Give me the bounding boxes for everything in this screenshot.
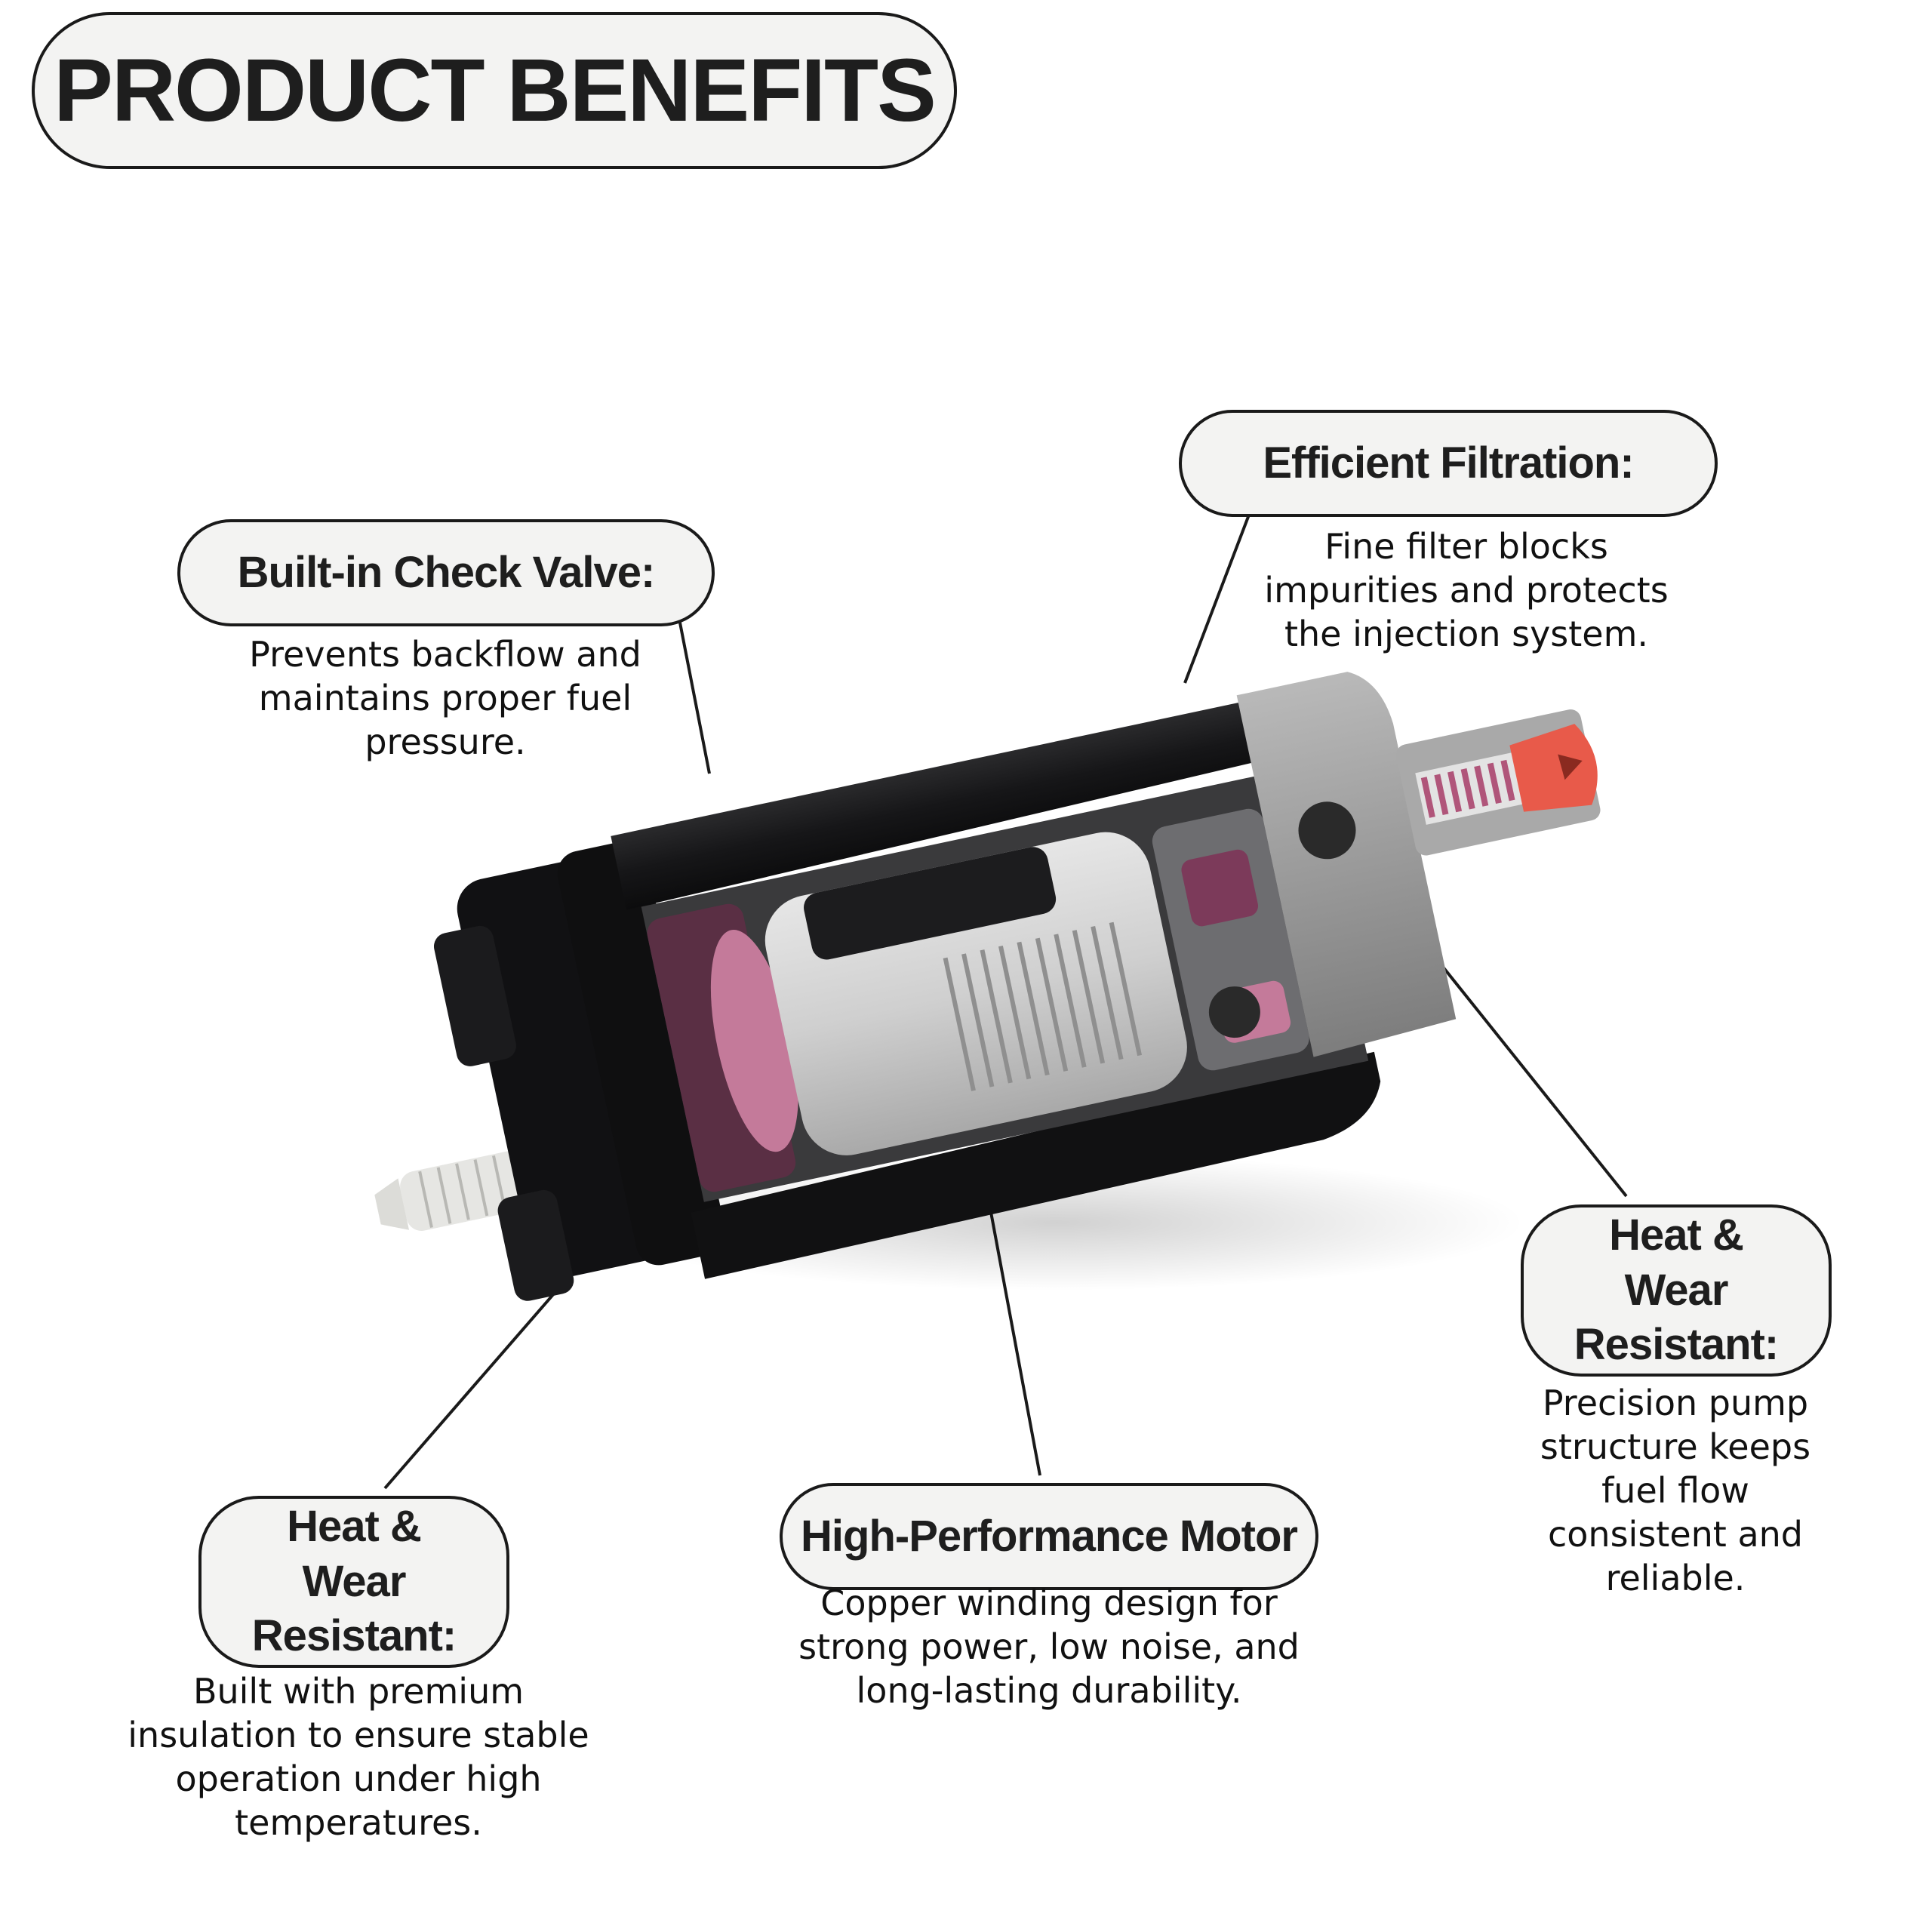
leader-line-check-valve bbox=[678, 618, 711, 774]
heat-wear-right-label: Heat & Wear Resistant: bbox=[1521, 1204, 1832, 1377]
check-valve-description: Prevents backflow and maintains proper f… bbox=[249, 634, 641, 762]
armature bbox=[764, 832, 1187, 1155]
end-cap bbox=[433, 841, 726, 1301]
page-title: PRODUCT BENEFITS bbox=[32, 12, 957, 169]
leader-line-heat-wear-left bbox=[383, 1274, 571, 1490]
heat-wear-left-description: Built with premium insulation to ensure … bbox=[128, 1671, 589, 1843]
housing-bottom bbox=[691, 1051, 1381, 1279]
pump-section bbox=[1152, 808, 1309, 1071]
fuel-pump bbox=[374, 672, 1601, 1301]
leader-line-filtration bbox=[1183, 514, 1251, 684]
heat-wear-right-description: Precision pump structure keeps fuel flow… bbox=[1540, 1383, 1811, 1598]
filtration-description: Fine filter blocks impurities and protec… bbox=[1264, 526, 1669, 654]
red-valve-icon bbox=[1509, 724, 1598, 812]
leader-line-heat-wear-right bbox=[1414, 931, 1628, 1198]
check-valve-outlet bbox=[1395, 709, 1601, 856]
heat-wear-left-label: Heat & Wear Resistant: bbox=[198, 1496, 509, 1668]
check-valve-label: Built-in Check Valve: bbox=[177, 519, 715, 626]
motor-label: High-Performance Motor bbox=[780, 1483, 1318, 1590]
motor-description: Copper winding design for strong power, … bbox=[798, 1583, 1300, 1711]
filtration-label: Efficient Filtration: bbox=[1179, 410, 1718, 517]
housing-top bbox=[611, 699, 1310, 910]
